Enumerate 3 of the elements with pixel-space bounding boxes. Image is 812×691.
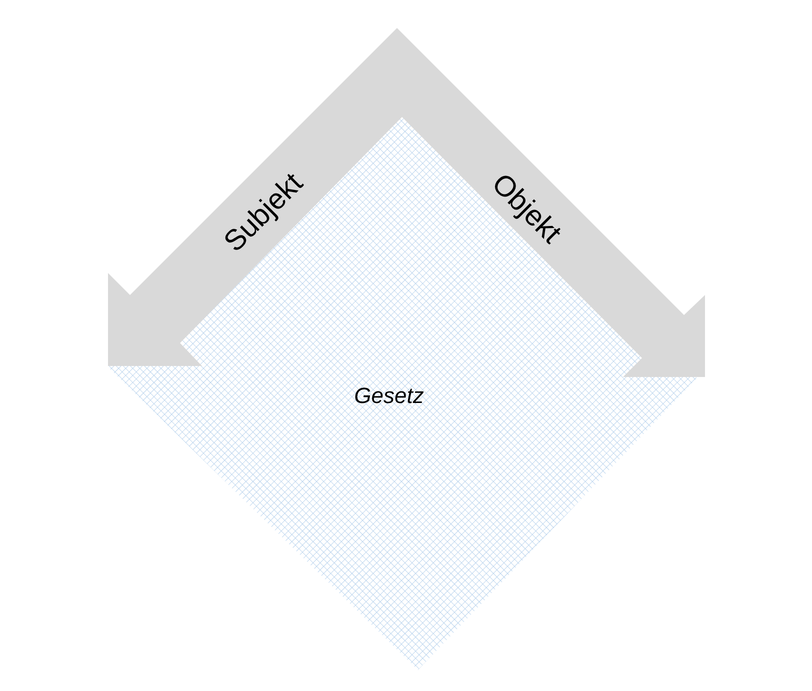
bent-arrow: [108, 28, 705, 377]
diamond-label: Gesetz: [354, 385, 424, 407]
hatched-diamond: [108, 117, 697, 670]
